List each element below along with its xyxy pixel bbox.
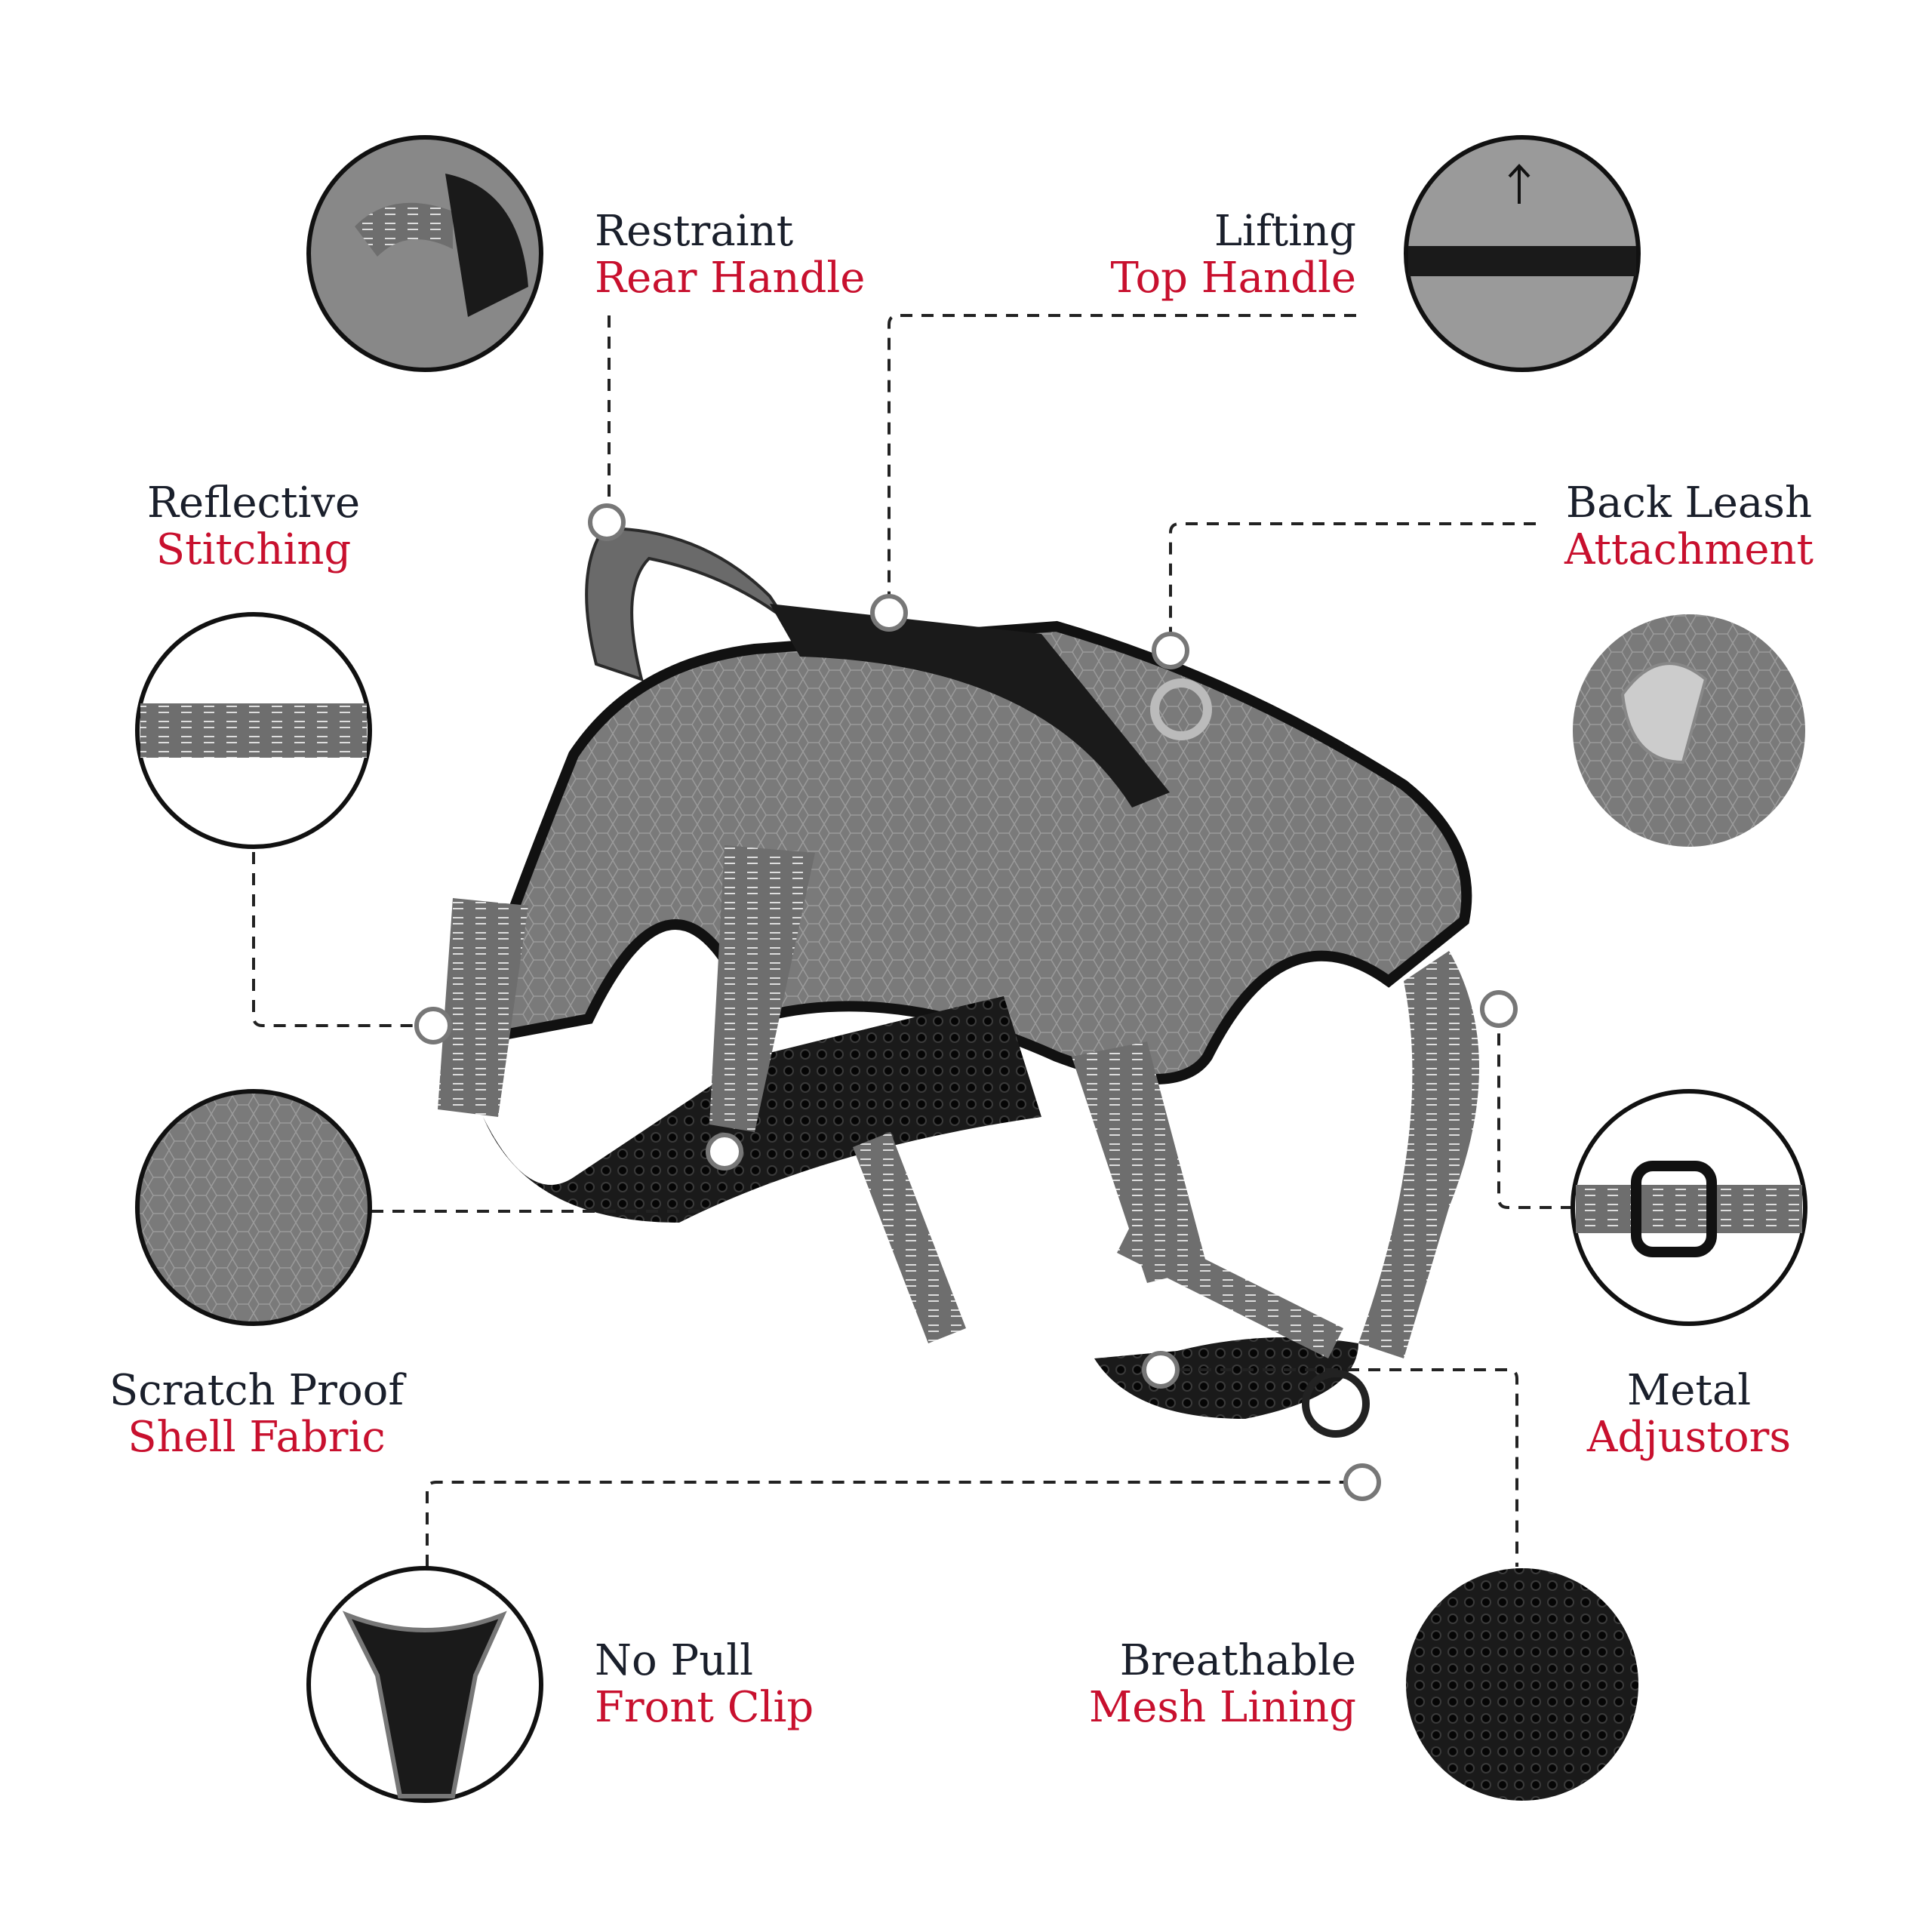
- connector-line-top-handle: [888, 314, 1356, 596]
- hotspot-top-handle: [870, 594, 908, 632]
- feature-label-front-clip: No Pull Front Clip: [595, 1638, 814, 1731]
- detail-mesh: [1406, 1568, 1638, 1801]
- feature-label-rear-handle: Restraint Rear Handle: [595, 208, 865, 302]
- feature-title: Metal: [1626, 1366, 1752, 1415]
- feature-subtitle: Top Handle: [1110, 254, 1356, 303]
- feature-subtitle: Front Clip: [595, 1683, 814, 1732]
- feature-label-back-leash: Back Leash Attachment: [1564, 480, 1814, 574]
- hotspot-front-clip: [1343, 1463, 1381, 1501]
- connector-line-metal-adjustors: [1497, 1026, 1573, 1209]
- connector-line-reflective: [252, 852, 417, 1027]
- feature-title: Back Leash: [1565, 478, 1813, 528]
- feature-title: Lifting: [1214, 207, 1356, 256]
- connector-line-front-clip: [426, 1481, 1345, 1567]
- detail-scratch-proof: [135, 1089, 372, 1326]
- feature-title: Reflective: [146, 478, 361, 528]
- feature-label-metal-adjustors: Metal Adjustors: [1587, 1367, 1791, 1461]
- feature-title: No Pull: [595, 1636, 754, 1685]
- feature-subtitle: Rear Handle: [595, 254, 866, 303]
- feature-label-scratch-proof: Scratch Proof Shell Fabric: [109, 1367, 404, 1461]
- hotspot-rear-handle: [588, 503, 626, 541]
- connector-line-mesh: [1178, 1368, 1518, 1567]
- feature-label-reflective-stitching: Reflective Stitching: [147, 480, 360, 574]
- feature-label-mesh-lining: Breathable Mesh Lining: [1089, 1638, 1356, 1731]
- hotspot-scratch-proof: [706, 1133, 743, 1171]
- connector-line-back-leash: [1169, 522, 1536, 634]
- harness-product: [438, 526, 1479, 1438]
- feature-subtitle: Shell Fabric: [128, 1413, 386, 1462]
- hotspot-metal-adjustors: [1480, 990, 1518, 1028]
- feature-subtitle: Stitching: [155, 525, 352, 574]
- feature-label-top-handle: Lifting Top Handle: [1110, 208, 1356, 302]
- feature-subtitle: Mesh Lining: [1088, 1683, 1356, 1732]
- feature-title: Breathable: [1119, 1636, 1356, 1685]
- feature-title: Scratch Proof: [109, 1366, 405, 1415]
- hotspot-back-leash: [1152, 632, 1189, 669]
- feature-subtitle: Attachment: [1564, 525, 1814, 574]
- feature-title: Restraint: [595, 207, 794, 256]
- feature-subtitle: Adjustors: [1586, 1413, 1792, 1462]
- hotspot-mesh: [1142, 1351, 1180, 1389]
- hotspot-reflective: [414, 1007, 452, 1044]
